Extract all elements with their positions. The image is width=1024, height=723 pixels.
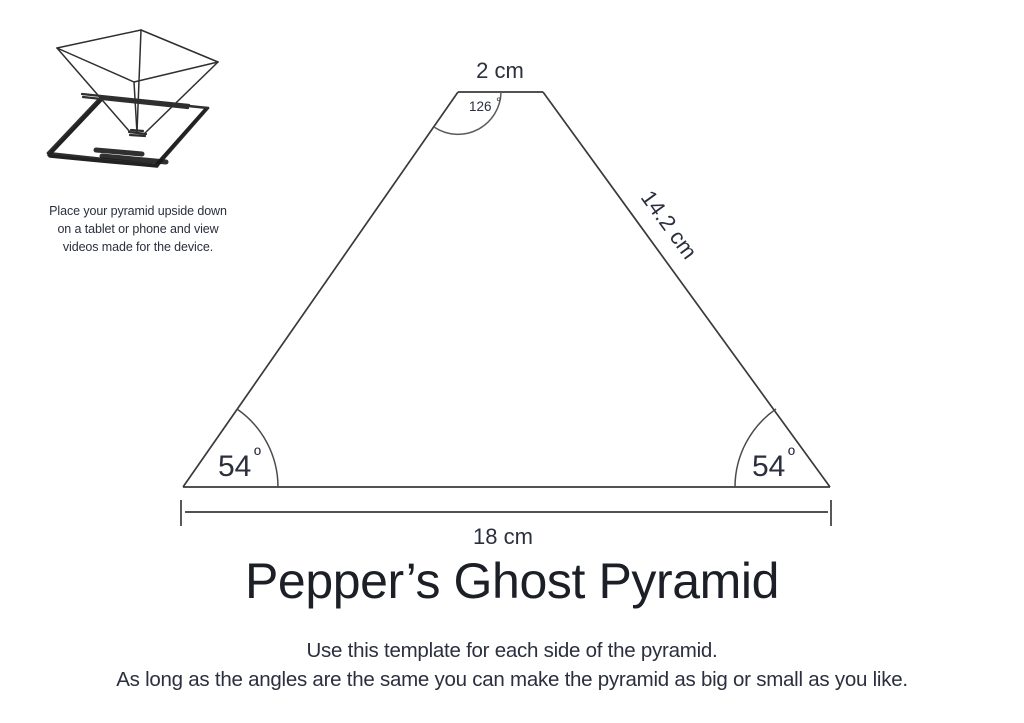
page-title: Pepper’s Ghost Pyramid (244, 553, 780, 609)
apex-angle-label-group: 126 ° (469, 95, 501, 114)
right-base-angle-degree-symbol: º (788, 445, 795, 466)
left-base-angle-degree-symbol: º (254, 445, 261, 466)
sketch-caption-line-3: videos made for the device. (62, 239, 214, 254)
apex-angle-arc (433, 91, 502, 136)
right-base-angle-value: 54 (752, 450, 785, 483)
right-base-angle-label-group: 54 º (752, 445, 795, 483)
page-subtitle: Use this template for each side of the p… (0, 636, 1024, 694)
sketch-caption: Place your pyramid upside down on a tabl… (18, 203, 258, 256)
inverted-pyramid-sketch-icon (46, 29, 219, 168)
left-base-angle-label-group: 54 º (218, 445, 261, 483)
subtitle-line-2: As long as the angles are the same you c… (116, 668, 908, 692)
sketch-caption-line-1: Place your pyramid upside down (49, 204, 227, 218)
shape-left-edge (182, 91, 459, 488)
apex-angle-degree-symbol: ° (496, 95, 501, 110)
shape-right-edge (542, 91, 831, 488)
right-base-angle-arc (734, 408, 777, 488)
right-edge-length-label-group: 14.2 cm (636, 186, 702, 264)
top-edge-length-label: 2 cm (476, 58, 524, 83)
subtitle-line-1: Use this template for each side of the p… (306, 639, 718, 662)
base-length-label: 18 cm (473, 524, 533, 549)
pyramid-side-template-diagram: 2 cm 14.2 cm 18 cm 126 ° 54 º 54 º (180, 58, 832, 549)
base-dimension-line (180, 500, 832, 526)
pyramid-sketch-block: Place your pyramid upside down on a tabl… (18, 22, 258, 256)
right-edge-length-label: 14.2 cm (636, 186, 702, 264)
left-base-angle-value: 54 (218, 450, 251, 483)
apex-angle-value: 126 (469, 99, 492, 114)
left-base-angle-arc (236, 408, 279, 488)
sketch-caption-line-2: on a tablet or phone and view (57, 221, 219, 236)
